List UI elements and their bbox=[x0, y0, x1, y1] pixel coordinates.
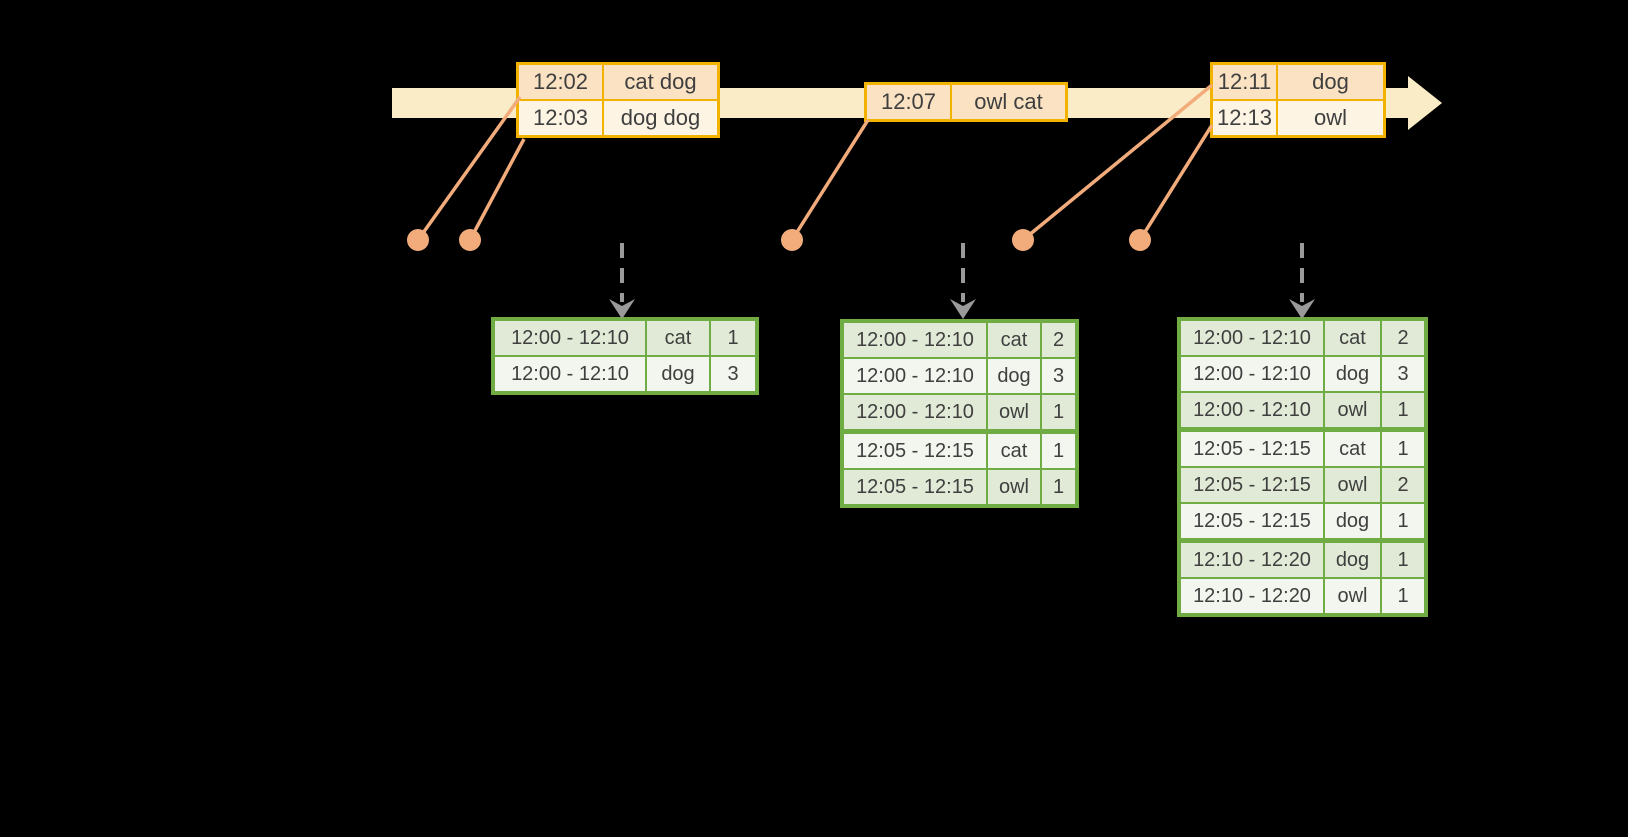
window-cell: 12:05 - 12:15 bbox=[1181, 504, 1323, 538]
event-connector-line bbox=[1021, 83, 1214, 242]
word-cell: dog bbox=[1325, 543, 1380, 577]
result-row: 12:10 - 12:20 owl 1 bbox=[1181, 579, 1424, 613]
result-row: 12:05 - 12:15 owl 1 bbox=[844, 470, 1075, 504]
result-row: 12:00 - 12:10 cat 2 bbox=[1181, 321, 1424, 355]
result-row: 12:00 - 12:10 cat 1 bbox=[495, 321, 755, 355]
event-connector-line bbox=[416, 95, 522, 242]
event-words-cell: dog bbox=[1278, 65, 1383, 99]
event-words-cell: owl bbox=[1278, 101, 1383, 135]
event-time-cell: 12:11 bbox=[1213, 65, 1276, 99]
event-time-cell: 12:02 bbox=[519, 65, 602, 99]
event-words-cell: dog dog bbox=[604, 101, 717, 135]
event-time-dot bbox=[781, 229, 803, 251]
count-cell: 2 bbox=[1382, 468, 1424, 502]
count-cell: 3 bbox=[1042, 359, 1075, 393]
count-cell: 1 bbox=[1382, 393, 1424, 427]
event-time-dot bbox=[1012, 229, 1034, 251]
result-row: 12:05 - 12:15 cat 1 bbox=[844, 434, 1075, 468]
event-words-cell: cat dog bbox=[604, 65, 717, 99]
event-time-cell: 12:03 bbox=[519, 101, 602, 135]
window-cell: 12:00 - 12:10 bbox=[844, 359, 986, 393]
result-row: 12:00 - 12:10 owl 1 bbox=[1181, 393, 1424, 427]
word-cell: dog bbox=[988, 359, 1040, 393]
event-batch-table-3: 12:11 dog 12:13 owl bbox=[1210, 62, 1386, 138]
word-cell: owl bbox=[1325, 393, 1380, 427]
result-table-3: 12:00 - 12:10 cat 2 12:00 - 12:10 dog 3 … bbox=[1177, 317, 1428, 617]
event-time-dot bbox=[459, 229, 481, 251]
word-cell: cat bbox=[1325, 321, 1380, 355]
count-cell: 1 bbox=[1042, 470, 1075, 504]
word-cell: owl bbox=[988, 470, 1040, 504]
word-cell: owl bbox=[1325, 579, 1380, 613]
window-cell: 12:05 - 12:15 bbox=[1181, 468, 1323, 502]
word-cell: cat bbox=[988, 434, 1040, 468]
event-row: 12:03 dog dog bbox=[519, 101, 717, 135]
result-row: 12:05 - 12:15 dog 1 bbox=[1181, 504, 1424, 538]
event-time-cell: 12:13 bbox=[1213, 101, 1276, 135]
result-row: 12:00 - 12:10 dog 3 bbox=[1181, 357, 1424, 391]
window-cell: 12:00 - 12:10 bbox=[1181, 393, 1323, 427]
word-cell: cat bbox=[1325, 432, 1380, 466]
window-cell: 12:00 - 12:10 bbox=[1181, 321, 1323, 355]
trigger-arrowhead-icon bbox=[1289, 299, 1315, 319]
result-row: 12:00 - 12:10 dog 3 bbox=[844, 359, 1075, 393]
word-cell: dog bbox=[647, 357, 709, 391]
event-row: 12:02 cat dog bbox=[519, 65, 717, 99]
window-cell: 12:00 - 12:10 bbox=[495, 357, 645, 391]
count-cell: 1 bbox=[1382, 579, 1424, 613]
word-cell: cat bbox=[988, 323, 1040, 357]
word-cell: dog bbox=[1325, 504, 1380, 538]
count-cell: 1 bbox=[711, 321, 755, 355]
event-row: 12:07 owl cat bbox=[867, 85, 1065, 119]
result-row: 12:00 - 12:10 cat 2 bbox=[844, 323, 1075, 357]
count-cell: 3 bbox=[711, 357, 755, 391]
event-connector-line bbox=[468, 138, 526, 241]
event-batch-table-2: 12:07 owl cat bbox=[864, 82, 1068, 122]
window-cell: 12:00 - 12:10 bbox=[844, 395, 986, 429]
window-cell: 12:00 - 12:10 bbox=[495, 321, 645, 355]
event-time-dot bbox=[1129, 229, 1151, 251]
event-batch-table-1: 12:02 cat dog 12:03 dog dog bbox=[516, 62, 720, 138]
result-table-2: 12:00 - 12:10 cat 2 12:00 - 12:10 dog 3 … bbox=[840, 319, 1079, 508]
count-cell: 3 bbox=[1382, 357, 1424, 391]
count-cell: 1 bbox=[1042, 434, 1075, 468]
result-table-1: 12:00 - 12:10 cat 1 12:00 - 12:10 dog 3 bbox=[491, 317, 759, 395]
count-cell: 1 bbox=[1382, 543, 1424, 577]
word-cell: owl bbox=[1325, 468, 1380, 502]
window-cell: 12:05 - 12:15 bbox=[844, 470, 986, 504]
result-row: 12:00 - 12:10 owl 1 bbox=[844, 395, 1075, 429]
event-words-cell: owl cat bbox=[952, 85, 1065, 119]
count-cell: 1 bbox=[1042, 395, 1075, 429]
event-connector-line bbox=[790, 119, 870, 241]
result-row: 12:05 - 12:15 cat 1 bbox=[1181, 432, 1424, 466]
window-cell: 12:10 - 12:20 bbox=[1181, 579, 1323, 613]
event-time-dot bbox=[407, 229, 429, 251]
count-cell: 2 bbox=[1382, 321, 1424, 355]
count-cell: 1 bbox=[1382, 432, 1424, 466]
event-row: 12:13 owl bbox=[1213, 101, 1383, 135]
window-cell: 12:10 - 12:20 bbox=[1181, 543, 1323, 577]
window-cell: 12:00 - 12:10 bbox=[844, 323, 986, 357]
result-row: 12:10 - 12:20 dog 1 bbox=[1181, 543, 1424, 577]
event-time-cell: 12:07 bbox=[867, 85, 950, 119]
result-row: 12:00 - 12:10 dog 3 bbox=[495, 357, 755, 391]
timeline-arrow-icon bbox=[1408, 76, 1442, 130]
trigger-arrowhead-icon bbox=[609, 299, 635, 319]
word-cell: owl bbox=[988, 395, 1040, 429]
word-cell: cat bbox=[647, 321, 709, 355]
event-connector-line bbox=[1138, 124, 1214, 241]
count-cell: 1 bbox=[1382, 504, 1424, 538]
count-cell: 2 bbox=[1042, 323, 1075, 357]
word-cell: dog bbox=[1325, 357, 1380, 391]
window-cell: 12:00 - 12:10 bbox=[1181, 357, 1323, 391]
window-cell: 12:05 - 12:15 bbox=[1181, 432, 1323, 466]
window-cell: 12:05 - 12:15 bbox=[844, 434, 986, 468]
event-row: 12:11 dog bbox=[1213, 65, 1383, 99]
trigger-arrowhead-icon bbox=[950, 299, 976, 319]
result-row: 12:05 - 12:15 owl 2 bbox=[1181, 468, 1424, 502]
